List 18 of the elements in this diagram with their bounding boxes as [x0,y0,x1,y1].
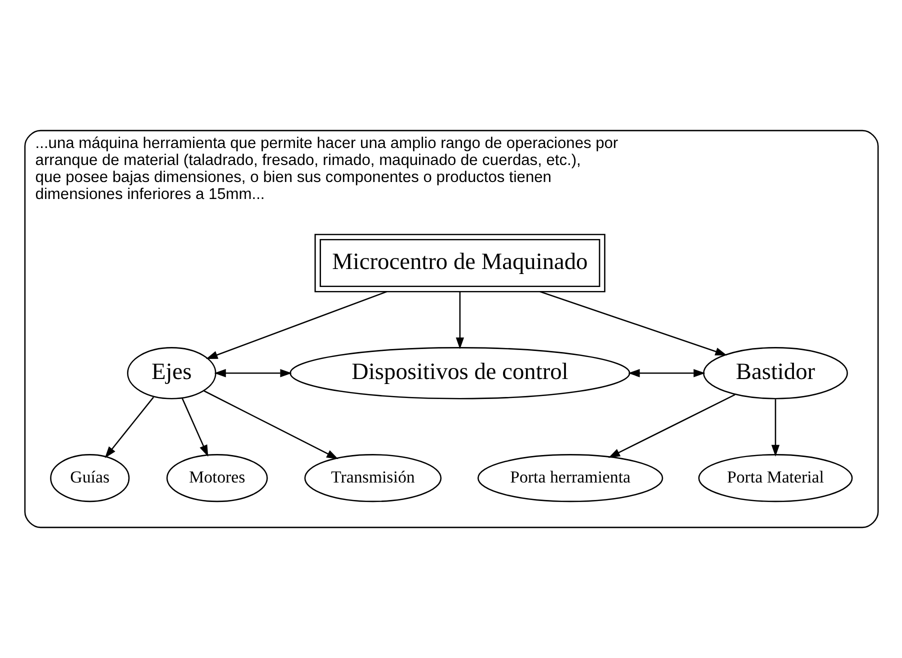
node-box: Microcentro de Maquinado [314,234,605,292]
node-ellipse: Porta herramienta [476,454,663,502]
arrow [628,369,705,378]
arrow [455,292,464,350]
arrow [205,291,387,360]
node-ellipse: Guías [50,454,130,502]
arrow [539,290,727,356]
arrow [104,396,154,458]
node-ellipse: Ejes [126,347,216,400]
node-ellipse: Motores [166,454,268,502]
node-ellipse: Transmisión [304,454,442,502]
arrow [214,369,292,378]
arrow [608,394,735,458]
node-ellipse: Porta Material [698,454,852,502]
arrow [770,399,780,457]
arrow [203,390,338,460]
node-ellipse: Dispositivos de control [289,347,630,400]
arrow [181,398,208,457]
